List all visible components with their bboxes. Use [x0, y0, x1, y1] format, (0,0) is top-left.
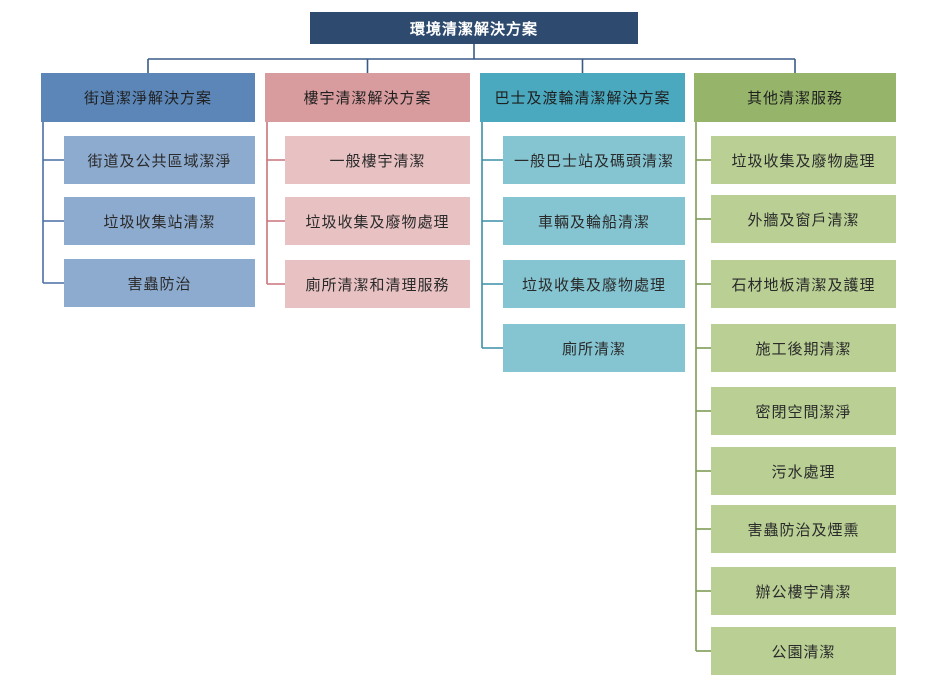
child-node: 廁所清潔和清理服務 [285, 260, 470, 308]
child-node: 垃圾收集及廢物處理 [503, 260, 685, 308]
child-node: 害蟲防治及煙熏 [711, 505, 896, 553]
child-node: 垃圾收集及廢物處理 [711, 136, 896, 184]
child-node: 車輛及輪船清潔 [503, 197, 685, 245]
child-node: 垃圾收集及廢物處理 [285, 197, 470, 245]
child-node: 污水處理 [711, 447, 896, 495]
column-head-4: 其他清潔服務 [694, 73, 896, 122]
child-node: 石材地板清潔及護理 [711, 260, 896, 308]
root-node: 環境清潔解決方案 [310, 12, 638, 44]
child-node: 辦公樓宇清潔 [711, 567, 896, 615]
column-head-3: 巴士及渡輪清潔解決方案 [480, 73, 685, 122]
column-head-2: 樓宇清潔解決方案 [265, 73, 470, 122]
child-node: 一般巴士站及碼頭清潔 [503, 136, 685, 184]
child-node: 垃圾收集站清潔 [64, 197, 255, 245]
child-node: 一般樓宇清潔 [285, 136, 470, 184]
child-node: 害蟲防治 [64, 259, 255, 307]
child-node: 廁所清潔 [503, 324, 685, 372]
child-node: 外牆及窗戶清潔 [711, 195, 896, 243]
child-node: 公園清潔 [711, 627, 896, 675]
column-head-1: 街道潔淨解決方案 [41, 73, 255, 122]
child-node: 施工後期清潔 [711, 324, 896, 372]
child-node: 街道及公共區域潔淨 [64, 136, 255, 184]
child-node: 密閉空間潔淨 [711, 387, 896, 435]
